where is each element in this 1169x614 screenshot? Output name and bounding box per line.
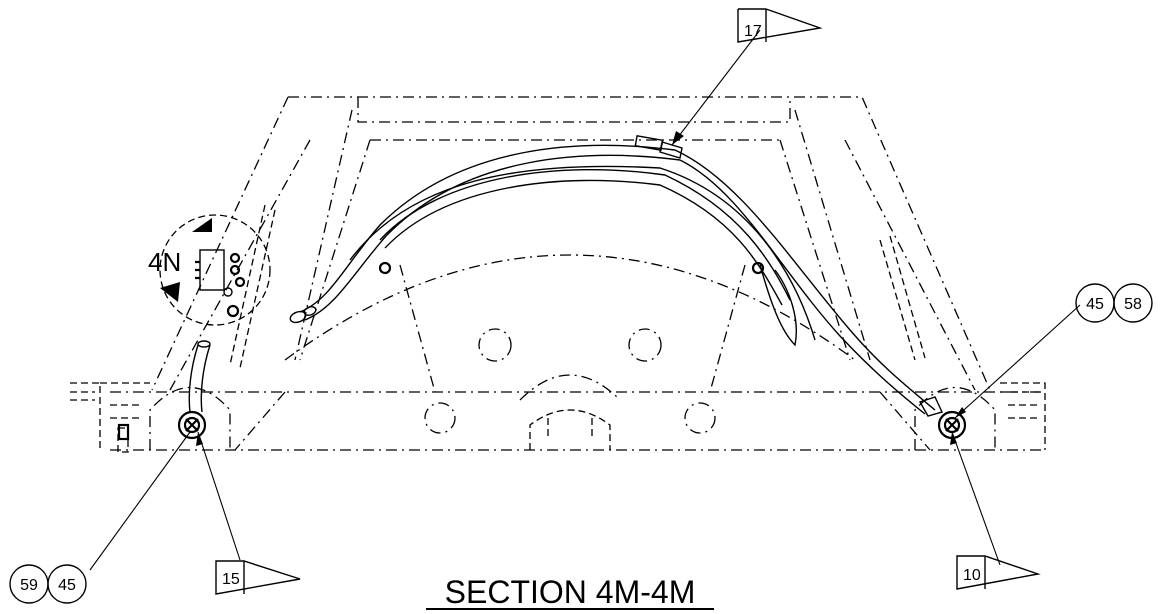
hose-bundle xyxy=(188,135,943,417)
balloon-left-a: 59 xyxy=(20,577,38,594)
balloon-group-right: 45 58 xyxy=(1075,283,1153,323)
hidden-holes xyxy=(149,328,996,450)
flag-10-label: 10 xyxy=(963,567,981,584)
drum-arc xyxy=(284,254,856,361)
balloon-left-b: 45 xyxy=(58,577,76,594)
balloon-right-a: 45 xyxy=(1086,296,1104,313)
left-small-part xyxy=(117,423,130,441)
balloon-right-b: 58 xyxy=(1124,296,1142,313)
flag-15-label: 15 xyxy=(222,571,240,588)
detail-view-label: 4N xyxy=(148,247,181,277)
leader-lines xyxy=(89,29,1081,571)
balloon-group-left: 59 45 xyxy=(9,564,87,604)
flag-10: 10 xyxy=(956,555,1041,590)
flag-17: 17 xyxy=(737,8,823,43)
pivot-hub-left xyxy=(177,410,207,440)
flag-15: 15 xyxy=(215,560,301,595)
detail-circle-4n xyxy=(159,214,271,326)
flag-17-label: 17 xyxy=(744,23,762,40)
section-title: SECTION 4M-4M xyxy=(445,574,696,610)
housing-outline xyxy=(70,96,1046,453)
